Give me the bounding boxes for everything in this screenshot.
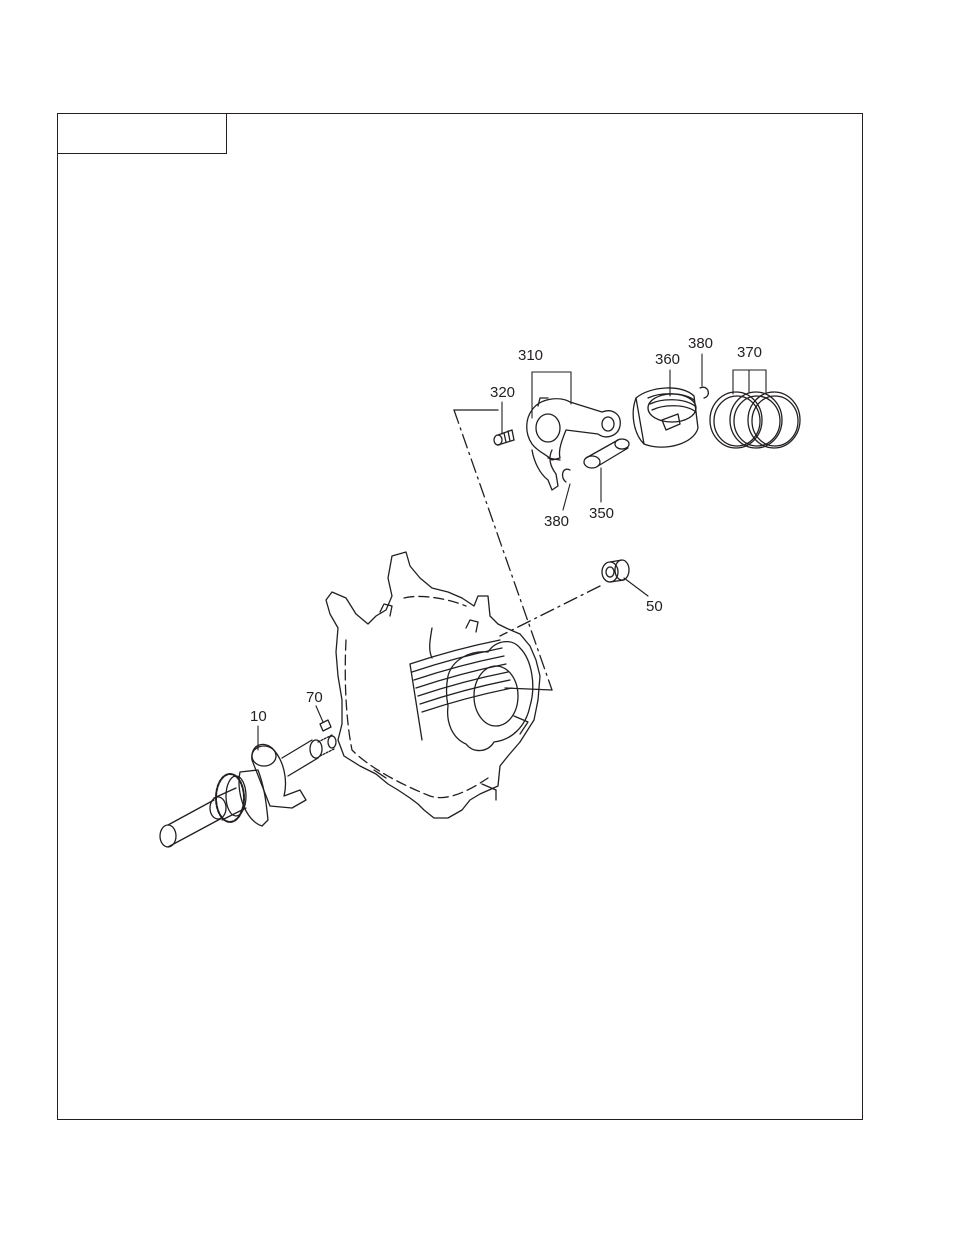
piston-rings: [710, 392, 800, 448]
callout-50: 50: [646, 598, 663, 615]
retaining-ring-upper: [700, 387, 708, 398]
assembly-guide-lines: [454, 410, 600, 690]
callout-320: 320: [490, 384, 515, 401]
crankcase: [326, 552, 540, 818]
bolt: [494, 430, 514, 445]
callout-310: 310: [518, 347, 543, 364]
callout-350: 350: [589, 505, 614, 522]
callout-370: 370: [737, 344, 762, 361]
crankshaft: [160, 735, 336, 847]
callout-10: 10: [250, 708, 267, 725]
retaining-ring-lower: [563, 469, 570, 482]
connecting-rod: [527, 398, 621, 490]
callout-380-lower: 380: [544, 513, 569, 530]
callout-380-upper: 380: [688, 335, 713, 352]
callout-labels: 310 320 360 380 370 380 350 50 10 70: [250, 335, 762, 725]
piston: [633, 388, 698, 447]
piston-pin: [584, 439, 629, 468]
key: [320, 720, 331, 731]
callout-70: 70: [306, 689, 323, 706]
callout-360: 360: [655, 351, 680, 368]
callout-leaders: [258, 354, 766, 750]
